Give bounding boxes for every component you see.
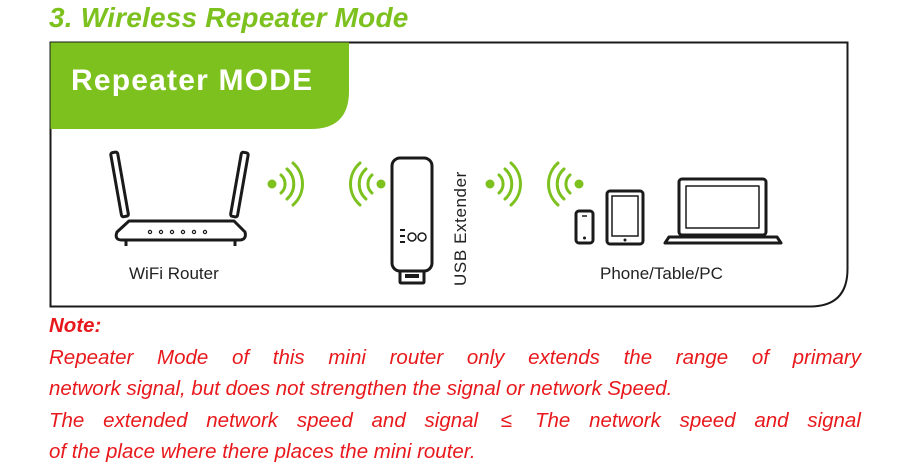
repeater-mode-diagram: Repeater MODE WiFi Router USB Extender P… (49, 41, 849, 308)
note-word: speed (296, 408, 353, 432)
diagram-artwork (49, 41, 849, 308)
wifi-signal-icon (349, 161, 386, 207)
laptop-icon (663, 177, 783, 245)
note-word: router (389, 345, 444, 369)
note-word: The (534, 408, 571, 432)
note-word: only (466, 345, 505, 369)
note-word: the (623, 345, 653, 369)
wifi-signal-icon (547, 161, 584, 207)
note-word: Mode (157, 345, 209, 369)
wifi-signal-icon (485, 161, 522, 207)
note-word: extends (528, 345, 600, 369)
tablet-icon (605, 189, 645, 246)
note-word: The (49, 408, 85, 432)
usb-extender-label: USB Extender (451, 171, 470, 286)
section-heading: 3. Wireless Repeater Mode (49, 2, 409, 33)
usb-extender-icon (390, 156, 434, 285)
note-line-2: network signal, but does not strengthen … (49, 377, 673, 400)
phone-icon (574, 209, 595, 245)
clients-label: Phone/Table/PC (600, 264, 723, 283)
note-word: of (751, 345, 769, 369)
diagram-frame (49, 41, 849, 308)
note-word: network (206, 408, 279, 432)
note-word: extended (103, 408, 188, 432)
note-word: range (675, 345, 729, 369)
wifi-router-icon (109, 150, 250, 246)
mode-label: Repeater MODE (71, 64, 314, 97)
mode-tab (50, 42, 349, 129)
router-label: WiFi Router (129, 264, 219, 283)
note-word: primary (792, 345, 861, 369)
note-word: speed (679, 408, 736, 432)
note-word: mini (328, 345, 366, 369)
note-word: of (231, 345, 250, 369)
note-word: signal (807, 408, 861, 432)
note-word: Repeater (49, 345, 134, 369)
note-word: this (272, 345, 305, 369)
note-line-4: of the place where there places the mini… (49, 440, 476, 463)
note-word: signal (424, 408, 479, 432)
note-word: and (754, 408, 789, 432)
note-word: network (589, 408, 661, 432)
wifi-signal-icon (267, 161, 304, 207)
less-or-equal-symbol: ≤ (500, 408, 513, 432)
note-title: Note: (49, 314, 102, 337)
note-word: and (371, 408, 406, 432)
